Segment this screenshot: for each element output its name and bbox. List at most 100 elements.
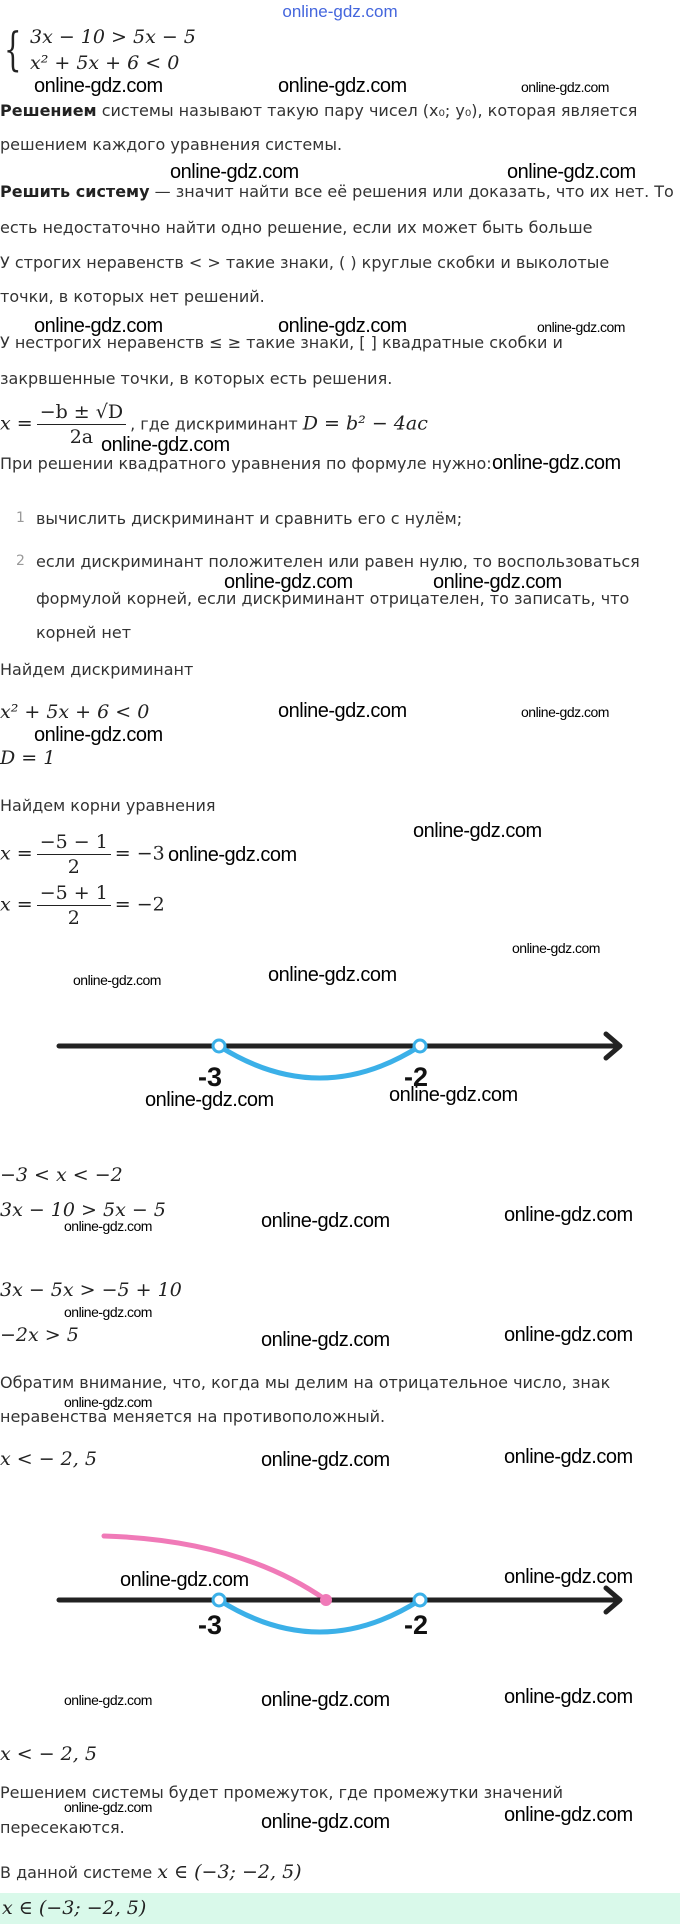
watermark: online-gdz.com <box>507 161 636 183</box>
watermark: online-gdz.com <box>278 700 407 722</box>
watermark: online-gdz.com <box>101 434 230 456</box>
watermark: online-gdz.com <box>168 844 297 866</box>
watermark: online-gdz.com <box>537 319 625 335</box>
math: x² + 5x + 6 < 0 <box>0 701 150 723</box>
interval-arc <box>217 1597 422 1635</box>
watermark: online-gdz.com <box>64 1304 152 1320</box>
list-item-cont: формулой корней, если дискриминант отриц… <box>36 589 630 608</box>
watermark: online-gdz.com <box>521 79 609 95</box>
watermark: online-gdz.com <box>492 452 621 474</box>
formula-numerator: −b ± √D <box>36 400 127 425</box>
watermark: online-gdz.com <box>34 75 163 97</box>
math-result1: x < − 2, 5 <box>0 1448 97 1470</box>
math-lin3: −2x > 5 <box>0 1324 79 1346</box>
text: есть недостаточно найти одно решение, ес… <box>0 218 593 237</box>
text: пересекаются. <box>0 1818 125 1837</box>
text: неравенства меняется на противоположный. <box>0 1407 386 1426</box>
text: У нестрогих неравенств ≤ ≥ такие знаки, … <box>0 333 563 352</box>
watermark: online-gdz.com <box>433 571 562 593</box>
watermark: online-gdz.com <box>389 1084 518 1106</box>
watermark: online-gdz.com <box>512 940 600 956</box>
watermark: online-gdz.com <box>504 1566 633 1588</box>
list-number: 1 <box>16 510 25 526</box>
numerator: −5 + 1 <box>36 881 111 906</box>
denominator: 2 <box>67 907 80 929</box>
watermark: online-gdz.com <box>64 1799 152 1815</box>
watermark: online-gdz.com <box>34 315 163 337</box>
math-range: −3 < x < −2 <box>0 1164 123 1186</box>
watermark: online-gdz.com <box>261 1449 390 1471</box>
text: , где дискриминант <box>130 414 303 434</box>
math: = −2 <box>114 893 165 916</box>
list-item-cont: корней нет <box>36 623 132 642</box>
number-line-1: -3 -2 <box>56 1031 623 1090</box>
system-eq2: x² + 5x + 6 < 0 <box>30 52 180 74</box>
watermark: online-gdz.com <box>64 1692 152 1708</box>
math: x = <box>0 842 33 865</box>
list-number: 2 <box>16 553 25 569</box>
text: В данной системе <box>0 1863 158 1882</box>
arrow-head-icon <box>603 1031 623 1061</box>
math: 3x − 5x > −5 + 10 <box>0 1279 182 1301</box>
watermark: online-gdz.com <box>504 1446 633 1468</box>
watermark: online-gdz.com <box>504 1204 633 1226</box>
math: −3 < x < −2 <box>0 1164 123 1186</box>
list-item: вычислить дискриминант и сравнить его с … <box>36 509 463 528</box>
text: Найдем корни уравнения <box>0 796 216 815</box>
interval-arc <box>217 1043 422 1081</box>
watermark: online-gdz.com <box>224 571 353 593</box>
watermark: online-gdz.com <box>170 161 299 183</box>
numerator: −5 − 1 <box>36 830 111 855</box>
text: закрвшенные точки, в которых есть решени… <box>0 369 393 388</box>
open-point <box>211 1592 227 1608</box>
math: = −3 <box>114 842 165 865</box>
math: D = 1 <box>0 747 56 769</box>
watermark: online-gdz.com <box>73 972 161 988</box>
watermark-top: online-gdz.com <box>282 2 398 21</box>
term-solve: Решить систему <box>0 182 150 201</box>
text: Найдем дискриминант <box>0 660 194 679</box>
watermark: online-gdz.com <box>261 1689 390 1711</box>
term-solution: Решением <box>0 101 97 120</box>
math: −2x > 5 <box>0 1324 79 1346</box>
denominator: 2 <box>67 856 80 878</box>
watermark: online-gdz.com <box>64 1394 152 1410</box>
discriminant-formula: D = b² − 4ac <box>302 412 428 435</box>
text: решением каждого уравнения системы. <box>0 135 343 154</box>
point-label: -3 <box>198 1610 222 1640</box>
ray-arc <box>101 1533 329 1603</box>
watermark: online-gdz.com <box>504 1324 633 1346</box>
point-label: -2 <box>404 1610 428 1640</box>
math-lin1: 3x − 10 > 5x − 5 <box>0 1199 166 1221</box>
watermark: online-gdz.com <box>261 1811 390 1833</box>
watermark: online-gdz.com <box>34 724 163 746</box>
definition-solution: Решением системы называют такую пару чис… <box>0 101 637 121</box>
arrow-head-icon <box>603 1585 623 1615</box>
definition-solve: Решить систему — значит найти все её реш… <box>0 182 674 202</box>
watermark: online-gdz.com <box>278 75 407 97</box>
answer-math: x ∈ (−3; −2, 5) <box>2 1897 147 1919</box>
watermark: online-gdz.com <box>268 964 397 986</box>
math: x < − 2, 5 <box>0 1448 97 1470</box>
math-result2: x < − 2, 5 <box>0 1743 97 1765</box>
watermark: online-gdz.com <box>278 315 407 337</box>
watermark: online-gdz.com <box>521 704 609 720</box>
text: точки, в которых нет решений. <box>0 287 265 306</box>
point-label: -2 <box>404 1062 428 1090</box>
answer-box: x ∈ (−3; −2, 5) <box>0 1893 680 1924</box>
number-line-2: -3 -2 <box>56 1533 623 1640</box>
formula-lhs: x = <box>0 412 33 435</box>
text: При решении квадратного уравнения по фор… <box>0 454 492 473</box>
text: У строгих неравенств < > такие знаки, ( … <box>0 253 610 272</box>
open-point <box>211 1038 227 1054</box>
watermark: online-gdz.com <box>120 1569 249 1591</box>
brace-icon: { <box>4 22 22 76</box>
math: x = <box>0 893 33 916</box>
filled-point <box>320 1594 332 1606</box>
math-disc: D = 1 <box>0 747 55 769</box>
watermark: online-gdz.com <box>261 1329 390 1351</box>
math-lin2: 3x − 5x > −5 + 10 <box>0 1279 182 1301</box>
system-eq1: 3x − 10 > 5x − 5 <box>30 26 196 48</box>
